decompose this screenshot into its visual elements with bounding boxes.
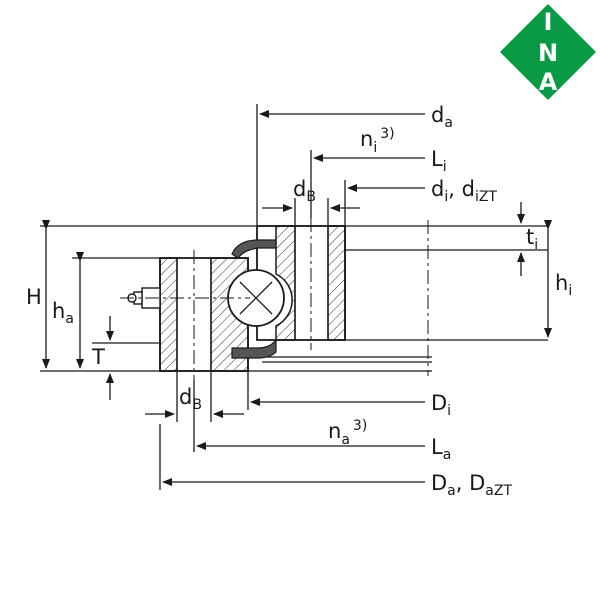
- ina-logo-letter-i: I: [544, 8, 553, 36]
- inner-ring-hatch-right: [327, 225, 346, 341]
- bearing-section: [40, 218, 548, 380]
- label-H: H: [26, 285, 42, 309]
- label-ni: ni3): [360, 126, 395, 156]
- label-ha: ha: [52, 299, 74, 327]
- label-Da: Da, DaZT: [431, 471, 512, 499]
- ball-cross-2: [239, 281, 273, 315]
- ina-logo-diamond: [500, 4, 596, 100]
- top-dimensions: da ni3) Li di, diZT dB: [256, 103, 497, 226]
- label-T: T: [91, 345, 105, 369]
- label-dB-top: dB: [293, 177, 316, 205]
- label-hi: hi: [555, 271, 572, 299]
- bottom-seal: [231, 338, 277, 359]
- label-na: na3): [328, 418, 367, 448]
- label-Li: Li: [431, 147, 447, 175]
- ina-logo-letter-n: N: [538, 39, 558, 67]
- label-di: di, diZT: [431, 177, 497, 205]
- label-Di: Di: [431, 391, 451, 419]
- left-dimensions: H ha T: [26, 220, 160, 400]
- label-dB-bottom: dB: [179, 385, 202, 413]
- label-La: La: [431, 435, 451, 463]
- outer-ring-hatch: [159, 257, 178, 372]
- top-seal: [231, 239, 277, 259]
- ina-logo: I N A: [500, 4, 596, 100]
- label-da: da: [431, 103, 453, 131]
- inner-ring-hatch: [275, 225, 296, 341]
- label-ti: ti: [526, 225, 538, 253]
- ina-logo-letter-a: A: [539, 68, 558, 96]
- right-dimensions: ti hi: [517, 202, 572, 338]
- bottom-dimensions: dB Di na3) La Da, DaZT: [145, 371, 512, 499]
